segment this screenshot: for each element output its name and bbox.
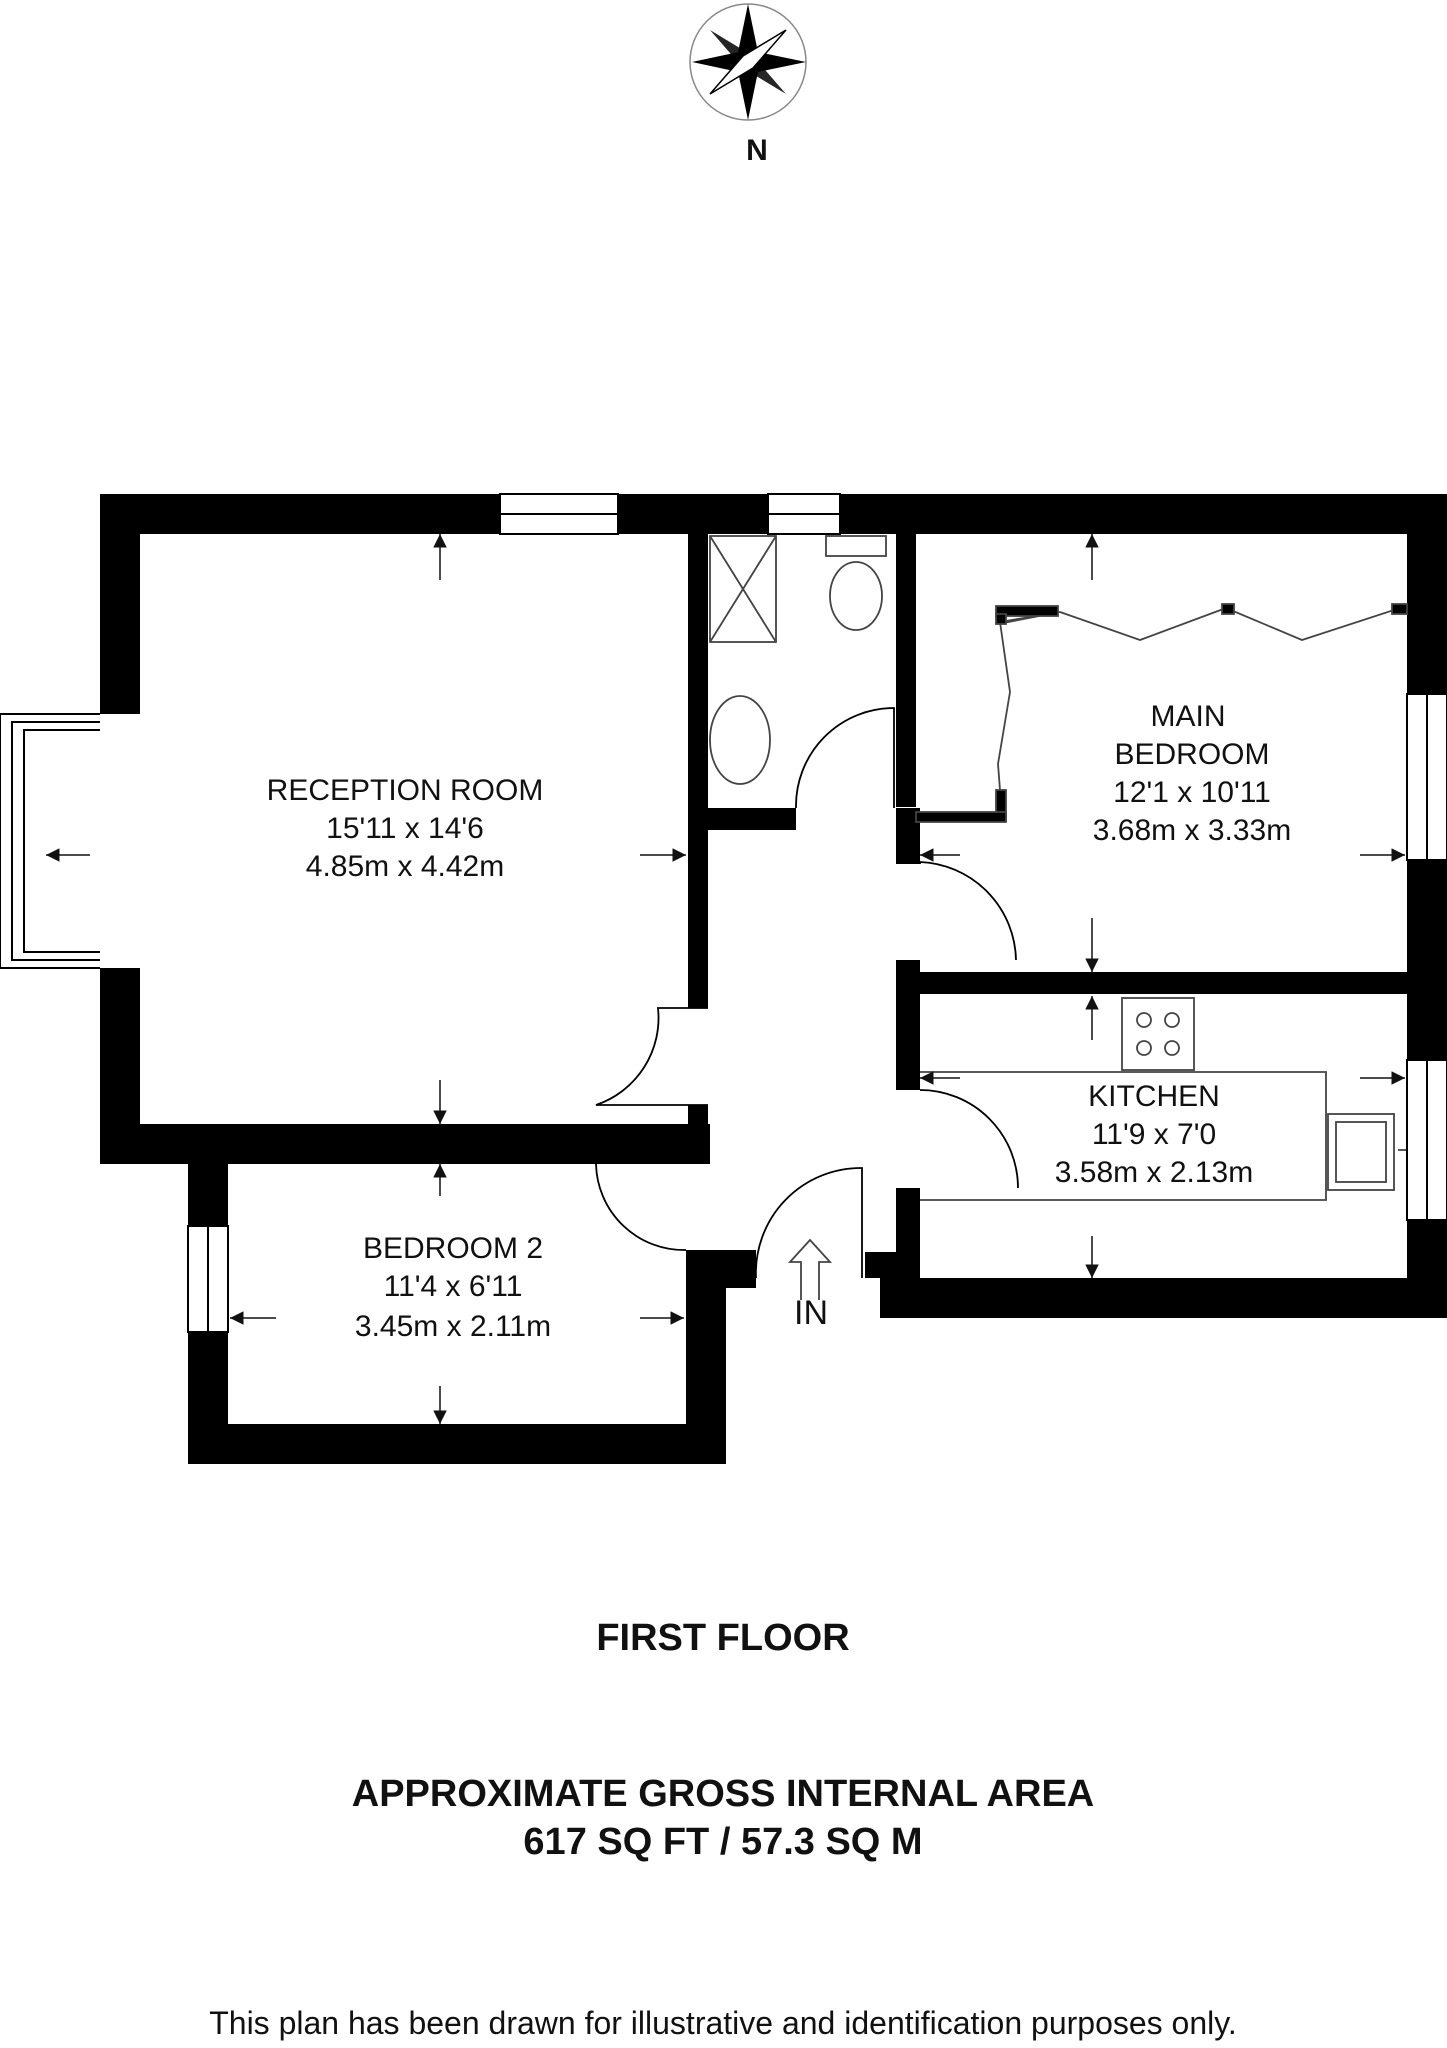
doors	[595, 707, 1019, 1279]
hob-icon	[1121, 997, 1195, 1071]
compass-icon	[689, 3, 807, 121]
wardrobe-icon	[915, 603, 1408, 823]
room-imperial: 11'9 x 7'0	[1092, 1118, 1216, 1151]
area-value: 617 SQ FT / 57.3 SQ M	[523, 1821, 922, 1863]
room-main-bedroom: MAIN BEDROOM 12'1 x 10'11 3.68m x 3.33m	[1093, 700, 1291, 847]
room-imperial: 15'11 x 14'6	[326, 812, 484, 845]
floor-label: FIRST FLOOR	[596, 1617, 849, 1659]
room-imperial: 12'1 x 10'11	[1113, 776, 1271, 809]
compass-label: N	[746, 134, 768, 167]
toilet-cistern-icon	[825, 535, 887, 557]
windows	[0, 493, 1447, 1333]
room-name: RECEPTION ROOM	[267, 774, 544, 807]
room-metric: 4.85m x 4.42m	[306, 850, 504, 883]
disclaimer: This plan has been drawn for illustrativ…	[209, 2005, 1237, 2041]
shower-tray-icon	[709, 535, 777, 643]
room-name: BEDROOM 2	[363, 1232, 543, 1265]
entrance-label: IN	[794, 1294, 828, 1332]
area-title: APPROXIMATE GROSS INTERNAL AREA	[352, 1773, 1094, 1815]
entrance-arrow-icon	[787, 1238, 833, 1300]
room-reception: RECEPTION ROOM 15'11 x 14'6 4.85m x 4.42…	[267, 774, 544, 883]
kitchen-fixtures	[920, 997, 1406, 1201]
room-name: KITCHEN	[1088, 1080, 1220, 1113]
room-metric: 3.68m x 3.33m	[1093, 814, 1291, 847]
room-name-line1: MAIN	[1151, 700, 1226, 733]
walls	[100, 494, 1447, 1464]
sink-icon	[1327, 1113, 1395, 1191]
bathroom-fixtures	[709, 535, 887, 785]
room-metric: 3.45m x 2.11m	[355, 1310, 551, 1343]
basin-icon	[709, 695, 771, 785]
room-metric: 3.58m x 2.13m	[1055, 1156, 1253, 1189]
room-name-line2: BEDROOM	[1114, 738, 1269, 771]
toilet-icon	[829, 561, 883, 631]
room-kitchen: KITCHEN 11'9 x 7'0 3.58m x 2.13m	[1055, 1080, 1253, 1189]
room-imperial: 11'4 x 6'11	[384, 1270, 523, 1303]
dimension-arrows	[46, 534, 1405, 1424]
room-bedroom-2: BEDROOM 2 11'4 x 6'11 3.45m x 2.11m	[355, 1232, 551, 1343]
